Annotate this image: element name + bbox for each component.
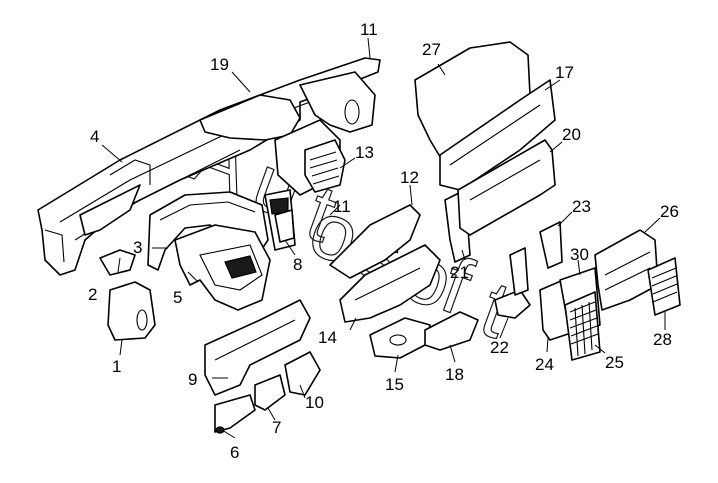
callout-12: 11: [360, 20, 378, 39]
callout-29: 27: [422, 40, 441, 59]
callout-15: 14: [318, 328, 337, 347]
switch-panel-parts: [539, 267, 601, 361]
console-floor-parts: [369, 311, 479, 359]
callout-10: 10: [305, 393, 324, 412]
callout-21: 20: [562, 125, 581, 144]
callout-23: 22: [490, 338, 509, 357]
glovebox-parts: [414, 41, 556, 236]
callout-27: 26: [660, 202, 679, 221]
callout-17: 15: [385, 375, 404, 394]
callout-18: 18: [445, 365, 464, 384]
callout-25: 24: [535, 355, 554, 374]
center-console-parts: [329, 204, 441, 323]
callout-labels: 11 19 4 13 12 27 17 20 3 2 5 8 1 9 10 7 …: [88, 20, 679, 462]
callout-2: 2: [88, 285, 97, 304]
callout-5: 5: [173, 288, 182, 307]
callout-1: 1: [112, 357, 121, 376]
callout-11-visible: 11: [333, 197, 351, 216]
callout-24: 23: [572, 197, 591, 216]
callout-30: 30: [570, 245, 589, 264]
callout-4: 4: [90, 127, 99, 146]
callout-9: 9: [188, 370, 197, 389]
lower-trim-parts: [204, 299, 321, 434]
right-module-parts: [594, 229, 681, 316]
callout-3: 3: [133, 238, 142, 257]
callout-19: 17: [555, 63, 574, 82]
callout-20: 21: [450, 263, 469, 282]
callout-14: 13: [355, 143, 374, 162]
switch-parts: [494, 221, 563, 319]
leader-lines: [101, 37, 666, 439]
callout-13: 12: [400, 168, 419, 187]
part-8-connector: [274, 209, 295, 243]
callout-8: 8: [293, 255, 302, 274]
part-1-endcap: [107, 281, 156, 341]
callout-26: 25: [605, 353, 624, 372]
callout-6: 6: [230, 443, 239, 462]
callout-7: 7: [272, 418, 281, 437]
callout-28: 28: [653, 330, 672, 349]
callout-22: 19: [210, 55, 229, 74]
part-14-vent: [304, 139, 346, 193]
